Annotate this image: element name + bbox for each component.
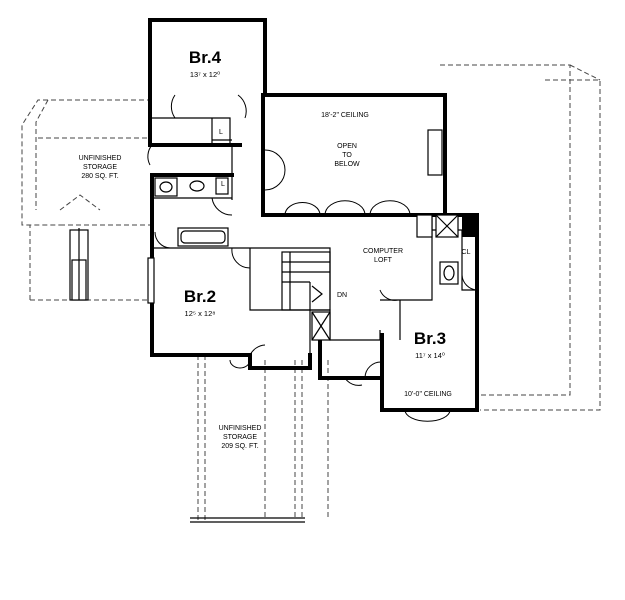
roof-outline-left xyxy=(21,99,152,301)
open-label-3: BELOW xyxy=(334,161,360,168)
br2-dims: 12⁵ x 12⁸ xyxy=(185,309,216,318)
chimney-left xyxy=(69,228,89,301)
storage-bottom-label-1: UNFINISHED xyxy=(219,425,262,432)
stair-dn-label: DN xyxy=(337,292,347,299)
closet-cl-label: CL xyxy=(462,249,471,256)
br4-dims: 13⁷ x 12⁰ xyxy=(190,70,220,79)
open-label-1: OPEN xyxy=(337,143,357,150)
storage-left-label-2: STORAGE xyxy=(83,164,117,171)
closet-l-label: L xyxy=(221,181,225,188)
hvac-chases xyxy=(311,214,477,341)
bathroom-fixtures xyxy=(147,129,459,304)
ceiling-18-label: 18'-2" CEILING xyxy=(321,112,369,119)
br3-name: Br.3 xyxy=(414,329,446,348)
storage-bottom-label-3: 209 SQ. FT. xyxy=(221,443,258,450)
br4-name: Br.4 xyxy=(189,48,222,67)
br3-dims: 11⁷ x 14⁰ xyxy=(415,351,445,360)
computer-loft-label-1: COMPUTER xyxy=(363,248,403,255)
stair xyxy=(281,251,331,311)
storage-bottom-label-2: STORAGE xyxy=(223,434,257,441)
roof-outline-right xyxy=(440,64,601,411)
computer-loft-label-2: LOFT xyxy=(374,257,393,264)
linen-closet-label: L xyxy=(219,129,223,136)
storage-left-label-1: UNFINISHED xyxy=(79,155,122,162)
door-swings xyxy=(147,94,478,422)
roof-outline-bottom xyxy=(190,355,329,523)
open-label-2: TO xyxy=(342,152,352,159)
br2-name: Br.2 xyxy=(184,287,216,306)
ceiling-10-label: 10'-0" CEILING xyxy=(404,391,452,398)
storage-left-label-3: 280 SQ. FT. xyxy=(81,173,118,180)
